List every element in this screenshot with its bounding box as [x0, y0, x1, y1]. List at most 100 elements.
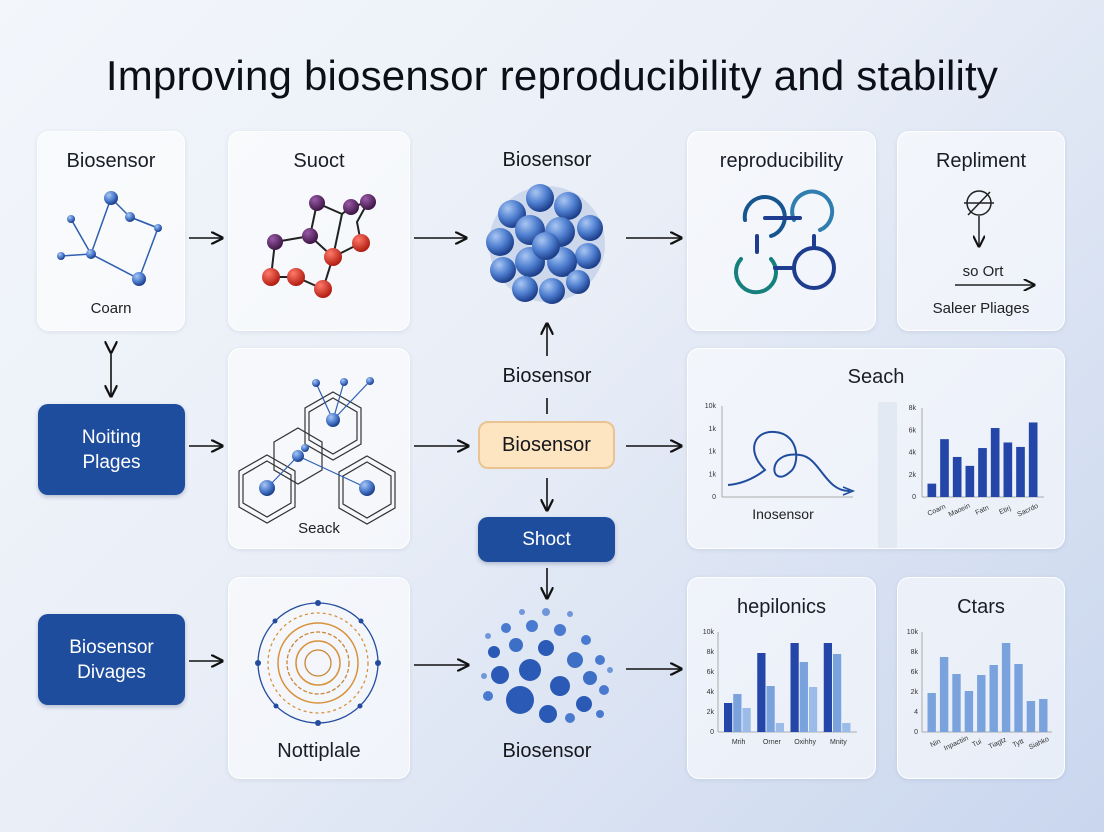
y-tick-label: 0 [712, 494, 716, 501]
card-sub: Coarn [90, 300, 132, 317]
bar [733, 694, 742, 732]
y-tick-label: 6k [707, 669, 715, 676]
x-tick-label: Maoein [948, 503, 972, 519]
x-tick-label: Siahko [1028, 736, 1050, 751]
y-tick-label: 1k [709, 471, 717, 478]
bar [989, 665, 998, 732]
y-tick-label: 0 [710, 729, 714, 736]
x-tick-label: Sacrdo [1016, 503, 1039, 519]
line-chart-caption: Inosensor [752, 506, 814, 522]
bar [832, 654, 842, 732]
bar [990, 428, 1000, 497]
bar [940, 439, 949, 497]
bar [1001, 643, 1011, 732]
x-tick-label: Mrih [732, 739, 746, 746]
bubble-cluster-icon [481, 608, 613, 723]
x-tick-label: Orner [763, 739, 782, 746]
x-tick-label: Tui [971, 738, 983, 749]
bar [952, 456, 962, 497]
arrows [111, 238, 681, 669]
button-label: Biosensor Divages [69, 636, 154, 683]
card-label: Repliment [935, 150, 1027, 172]
atoms [262, 194, 376, 298]
hexagon-structure-icon [238, 380, 396, 525]
bar [757, 653, 766, 732]
biosensor-pill[interactable]: Biosensor [478, 421, 615, 469]
page-title: Improving biosensor reproducibility and … [105, 52, 999, 99]
line-series [727, 430, 851, 493]
bar [978, 448, 987, 497]
bar [927, 693, 936, 732]
y-tick-label: 4k [707, 689, 715, 696]
chart-title: hepilonics [737, 596, 826, 618]
y-tick-label: 6k [909, 427, 917, 434]
network-graph-icon [60, 197, 159, 281]
x-tick-label: Tytt [1012, 738, 1025, 749]
x-tick-label: Nin [929, 738, 942, 749]
pill-label: Biosensor [502, 433, 591, 456]
bar [965, 465, 975, 497]
y-tick-label: 8k [909, 405, 917, 412]
bar [939, 657, 949, 732]
card-suoct-molecule[interactable]: Suoct [228, 131, 410, 331]
x-tick-label: Tiagtz [988, 736, 1008, 751]
y-tick-label: 10k [907, 629, 919, 636]
biosensor-mid-label: Biosensor [502, 365, 592, 387]
y-tick-label: 2k [911, 689, 919, 696]
card-sub: Seack [298, 520, 340, 537]
card-seach-charts[interactable]: Seach Inosensor [687, 348, 1065, 549]
y-tick-label: 0 [914, 729, 918, 736]
bar-chart-b-bars [927, 422, 1038, 497]
x-tick-label: Oxihhy [794, 739, 816, 746]
x-tick-label: Inpactiin [943, 735, 970, 752]
card-repliment[interactable]: Repliment so Ort Saleer Pliages [897, 131, 1065, 331]
card-reproducibility[interactable]: reproducibility [687, 131, 876, 331]
x-tick-label: Fatn [975, 504, 991, 516]
bar [790, 643, 799, 732]
bar [927, 483, 937, 497]
card-label: Seach [847, 366, 905, 388]
bar [1014, 664, 1023, 732]
button-label: Noiting Plages [81, 426, 142, 473]
shoct-button[interactable]: Shoct [478, 517, 615, 562]
bar [1026, 701, 1036, 732]
bar [977, 675, 986, 732]
y-tick-label: 6k [911, 669, 919, 676]
bar [842, 723, 851, 732]
bar [766, 686, 775, 732]
flow-text: so Ort [962, 263, 1004, 280]
y-tick-label: 8k [911, 649, 919, 656]
card-label: reproducibility [719, 150, 844, 172]
biosensor-sphere-label: Biosensor [502, 149, 592, 171]
card-label: Nottiplale [277, 740, 361, 762]
x-tick-label: Etirj [998, 505, 1012, 517]
y-tick-label: 4k [909, 450, 917, 457]
biosensor-bottom-label: Biosensor [502, 740, 592, 762]
x-tick-label: Coarn [927, 503, 947, 517]
network-nodes [57, 191, 162, 286]
line-chart [721, 406, 856, 498]
biosensor-divages-button[interactable]: Biosensor Divages [38, 614, 185, 705]
card-label: Biosensor [66, 150, 156, 172]
bar [1016, 446, 1025, 497]
y-tick-label: 4 [914, 709, 918, 716]
y-tick-label: 0 [912, 494, 916, 501]
nanoparticle-sphere-icon [486, 184, 605, 304]
bar [724, 703, 733, 732]
noiting-plages-button[interactable]: Noiting Plages [38, 404, 185, 495]
y-tick-label: 10k [705, 403, 717, 410]
button-label: Shoct [522, 529, 571, 550]
bar [742, 708, 751, 732]
bar [823, 643, 832, 732]
reproducibility-icon [734, 189, 836, 295]
y-tick-label: 1k [709, 426, 717, 433]
x-tick-label: Mnity [830, 739, 847, 746]
divider-strip [878, 402, 897, 548]
y-tick-label: 2k [909, 472, 917, 479]
bar [799, 662, 808, 732]
card-nottiplale[interactable]: Nottiplale [228, 577, 410, 779]
y-tick-label: 8k [707, 649, 715, 656]
bar [1028, 422, 1038, 497]
